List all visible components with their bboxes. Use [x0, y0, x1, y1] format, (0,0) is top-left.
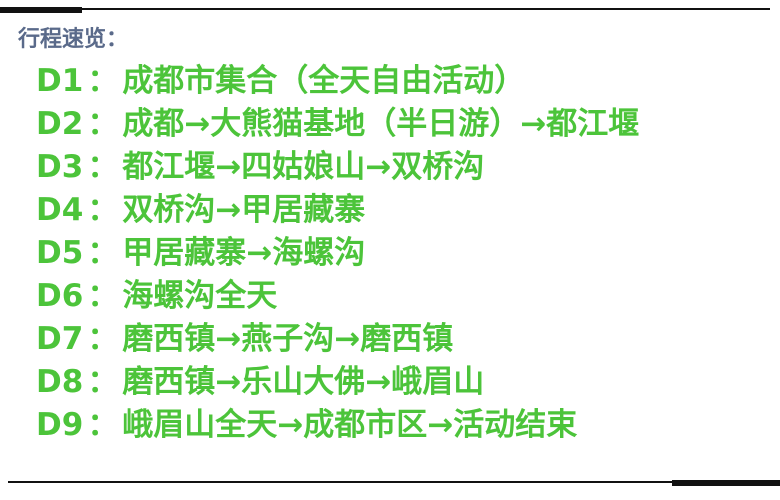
day-separator: ： — [87, 106, 119, 142]
day-code: D5 — [36, 235, 84, 271]
day-route: 甲居藏寨→海螺沟 — [122, 235, 366, 271]
itinerary-day-7: D7 ： 磨西镇→燕子沟→磨西镇 — [36, 318, 639, 361]
itinerary-day-6: D6 ： 海螺沟全天 — [36, 275, 639, 318]
day-code: D8 — [36, 364, 84, 400]
bottom-divider — [8, 481, 780, 483]
day-route: 双桥沟→甲居藏寨 — [122, 192, 366, 228]
day-code: D7 — [36, 321, 84, 357]
day-route: 成都市集合（全天自由活动） — [122, 63, 526, 99]
itinerary-day-2: D2 ： 成都→大熊猫基地（半日游）→都江堰 — [36, 103, 639, 146]
day-route: 峨眉山全天→成都市区→活动结束 — [122, 407, 578, 443]
top-divider-accent — [0, 7, 82, 13]
day-route: 磨西镇→燕子沟→磨西镇 — [122, 321, 454, 357]
itinerary-day-4: D4 ： 双桥沟→甲居藏寨 — [36, 189, 639, 232]
bottom-divider-accent — [672, 480, 780, 486]
day-separator: ： — [87, 192, 119, 228]
day-route: 成都→大熊猫基地（半日游）→都江堰 — [122, 106, 640, 142]
day-separator: ： — [87, 63, 119, 99]
day-separator: ： — [87, 407, 119, 443]
day-route: 都江堰→四姑娘山→双桥沟 — [122, 149, 485, 185]
day-separator: ： — [87, 278, 119, 314]
itinerary-heading: 行程速览： — [18, 27, 129, 52]
itinerary-list: D1 ： 成都市集合（全天自由活动） D2 ： 成都→大熊猫基地（半日游）→都江… — [36, 60, 639, 447]
day-code: D4 — [36, 192, 84, 228]
day-separator: ： — [87, 321, 119, 357]
itinerary-day-1: D1 ： 成都市集合（全天自由活动） — [36, 60, 639, 103]
day-route: 海螺沟全天 — [122, 278, 278, 314]
day-separator: ： — [87, 364, 119, 400]
itinerary-day-3: D3 ： 都江堰→四姑娘山→双桥沟 — [36, 146, 639, 189]
day-code: D9 — [36, 407, 84, 443]
top-divider — [0, 8, 770, 10]
day-code: D6 — [36, 278, 84, 314]
itinerary-day-9: D9 ： 峨眉山全天→成都市区→活动结束 — [36, 404, 639, 447]
day-route: 磨西镇→乐山大佛→峨眉山 — [122, 364, 485, 400]
day-code: D2 — [36, 106, 84, 142]
day-separator: ： — [87, 235, 119, 271]
day-code: D1 — [36, 63, 84, 99]
itinerary-day-5: D5 ： 甲居藏寨→海螺沟 — [36, 232, 639, 275]
itinerary-day-8: D8 ： 磨西镇→乐山大佛→峨眉山 — [36, 361, 639, 404]
day-code: D3 — [36, 149, 84, 185]
day-separator: ： — [87, 149, 119, 185]
